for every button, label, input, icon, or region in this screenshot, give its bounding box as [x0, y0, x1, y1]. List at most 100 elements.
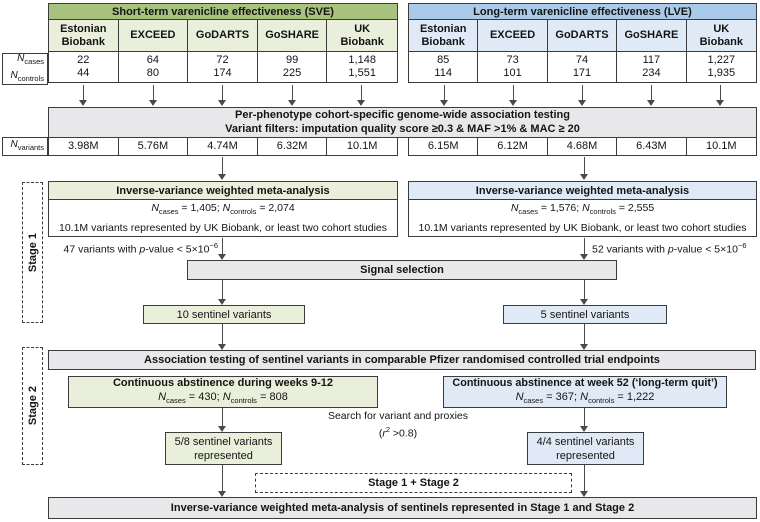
arrow-connector: [580, 324, 589, 350]
meta-lve-title: Inverse-variance weighted meta-analysis: [409, 182, 756, 200]
n-controls-label: Ncontrols: [10, 70, 45, 83]
sve-represented-box: 5/8 sentinel variants represented: [165, 432, 282, 465]
lve-table: Long-term varenicline effectiveness (LVE…: [408, 3, 757, 83]
meta-lve-counts: Ncases = 1,576; Ncontrols = 2,555: [510, 201, 655, 217]
sve-variants-row: 3.98M 5.76M 4.74M 6.32M 10.1M: [48, 137, 398, 156]
arrow-connector: [580, 280, 589, 305]
proxy-search-line1: Search for variant and proxies: [327, 410, 469, 422]
arrow-connector: [218, 465, 227, 497]
sve-table: Short-term varenicline effectiveness (SV…: [48, 3, 398, 83]
lve-title-text: Long-term varenicline effectiveness (LVE…: [473, 5, 692, 18]
meta-analysis-lve-box: Inverse-variance weighted meta-analysis …: [408, 181, 757, 237]
arrow-connector: [218, 238, 227, 260]
sve-endpoint-counts: Ncases = 430; Ncontrols = 808: [158, 390, 288, 406]
arrow-connector: [580, 238, 589, 260]
cohort-name: UK Biobank: [340, 22, 384, 48]
sve-significant-variants-label: 47 variants with p-value < 5×10−6: [63, 241, 219, 256]
lve-col-ukbiobank: UK Biobank: [686, 20, 756, 51]
arrow-connector: [580, 465, 589, 497]
association-testing-text: Association testing of sentinel variants…: [144, 354, 660, 366]
arrow-connector: [218, 408, 227, 432]
lve-col-estonian: Estonian Biobank: [409, 20, 479, 51]
cohort-name: GoSHARE: [624, 29, 679, 41]
sve-endpoint-box: Continuous abstinence during weeks 9-12 …: [68, 376, 378, 408]
stage1-label: Stage 1: [26, 232, 39, 273]
lve-col-exceed: EXCEED: [478, 20, 548, 51]
lve-variants-row: 6.15M 6.12M 4.68M 6.43M 10.1M: [408, 137, 757, 156]
meta-lve-title-text: Inverse-variance weighted meta-analysis: [475, 184, 690, 197]
sve-cohort-headers: Estonian Biobank EXCEED GoDARTS GoSHARE …: [49, 20, 397, 52]
stage2-label: Stage 2: [26, 386, 39, 426]
lve-col-goshare: GoSHARE: [617, 20, 687, 51]
sve-variants-cell: 5.76M: [119, 138, 189, 155]
lve-represented-line2: represented: [556, 449, 615, 462]
arrow-connector: [288, 85, 297, 106]
final-meta-analysis-text: Inverse-variance weighted meta-analysis …: [170, 502, 635, 514]
lve-col-godarts: GoDARTS: [547, 20, 618, 51]
n-variants-label: Nvariants: [2, 137, 48, 156]
stage1-plus-stage2-box: Stage 1 + Stage 2: [255, 473, 572, 493]
lve-sentinel-text: 5 sentinel variants: [540, 308, 630, 321]
meta-analysis-sve-box: Inverse-variance weighted meta-analysis …: [48, 181, 398, 237]
arrow-connector: [509, 85, 518, 106]
stage2-dashed-box: Stage 2: [22, 347, 43, 465]
stage1-dashed-box: Stage 1: [22, 182, 43, 323]
arrow-connector: [580, 157, 589, 180]
sve-variants-cell: 6.32M: [258, 138, 328, 155]
gwas-line1: Per-phenotype cohort-specific genome-wid…: [235, 109, 570, 121]
sve-col-goshare: GoSHARE: [257, 20, 328, 51]
meta-lve-variants-note: 10.1M variants represented by UK Biobank…: [418, 222, 747, 235]
sve-variants-cell: 4.74M: [188, 138, 258, 155]
lve-endpoint-counts: Ncases = 367; Ncontrols = 1,222: [515, 390, 655, 406]
cohort-name: GoDARTS: [195, 29, 250, 41]
sve-endpoint-title: Continuous abstinence during weeks 9-12: [112, 376, 334, 389]
lve-variants-cell: 6.15M: [409, 138, 479, 155]
gwas-line2: Variant filters: imputation quality scor…: [225, 122, 580, 135]
sve-represented-line2: represented: [194, 449, 253, 462]
sve-variants-cell: 10.1M: [346, 140, 378, 152]
arrow-connector: [218, 85, 227, 106]
cohort-name: GoDARTS: [555, 29, 609, 41]
gwas-box: Per-phenotype cohort-specific genome-wid…: [48, 107, 757, 138]
cohort-name: EXCEED: [130, 29, 176, 41]
meta-sve-title: Inverse-variance weighted meta-analysis: [49, 182, 397, 200]
arrow-connector: [218, 157, 227, 180]
lve-represented-box: 4/4 sentinel variants represented: [527, 432, 644, 465]
n-cases-controls-label: Ncases Ncontrols: [2, 53, 48, 85]
lve-significant-variants-label: 52 variants with p-value < 5×10−6: [592, 241, 747, 256]
meta-sve-variants-note: 10.1M variants represented by UK Biobank…: [58, 222, 387, 235]
arrow-connector: [149, 85, 158, 106]
cohort-name: EXCEED: [489, 29, 536, 41]
proxy-search-note: Search for variant and proxies (r2 >0.8): [312, 410, 484, 441]
stage1-plus-stage2-text: Stage 1 + Stage 2: [368, 477, 459, 489]
lve-endpoint-box: Continuous abstinence at week 52 (‘long-…: [443, 376, 727, 408]
sve-variants-cell: 3.98M: [49, 138, 119, 155]
meta-sve-body: Ncases = 1,405; Ncontrols = 2,074 10.1M …: [49, 200, 397, 236]
sve-sentinel-variants-box: 10 sentinel variants: [143, 305, 305, 324]
cohort-name: Estonian Biobank: [419, 22, 467, 48]
sve-title: Short-term varenicline effectiveness (SV…: [49, 4, 397, 20]
lve-represented-line1: 4/4 sentinel variants: [536, 435, 635, 448]
lve-variants-cell: 4.68M: [548, 138, 618, 155]
arrow-connector: [580, 408, 589, 432]
sve-col-estonian: Estonian Biobank: [49, 20, 119, 51]
sve-represented-line1: 5/8 sentinel variants: [174, 435, 273, 448]
cohort-name: UK Biobank: [699, 22, 743, 48]
arrow-connector: [218, 324, 227, 350]
signal-selection-text: Signal selection: [360, 264, 444, 276]
association-testing-box: Association testing of sentinel variants…: [48, 350, 756, 370]
n-variants-text: Nvariants: [10, 139, 45, 152]
lve-variants-cell: 10.1M: [706, 140, 737, 152]
cohort-name: GoSHARE: [265, 29, 319, 41]
